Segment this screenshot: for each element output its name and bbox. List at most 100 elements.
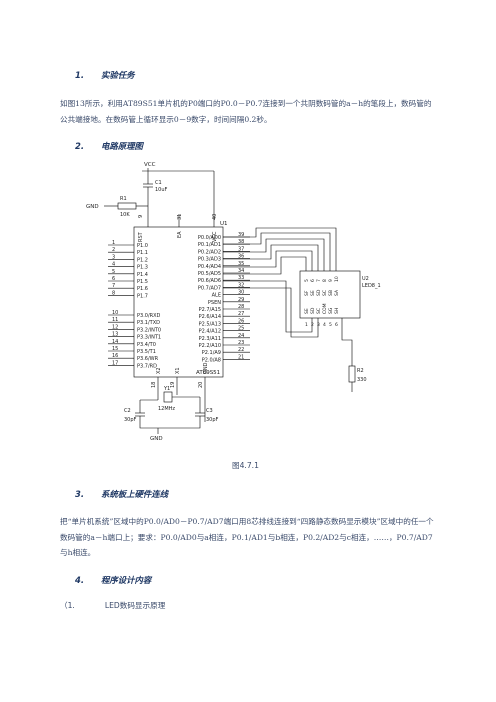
led-segment-label: SD — [310, 307, 316, 314]
pin-label: P1.2 — [137, 257, 148, 263]
pin-number: 5 — [112, 269, 115, 275]
section-4-heading: 4.程序设计内容 — [75, 575, 152, 585]
pin-number: 28 — [238, 304, 244, 310]
svg-text:18: 18 — [151, 382, 157, 388]
led-pin-number: 3 — [317, 322, 320, 328]
pin-label: PSEN — [208, 300, 221, 306]
pin-label: P0.1/AD1 — [198, 242, 221, 248]
vcc-label: VCC — [144, 162, 156, 168]
led-segment-label: SF — [304, 290, 310, 296]
led-pin-number: 4 — [323, 322, 326, 328]
pin-label: P2.5/A13 — [199, 321, 221, 327]
pin-number: 17 — [112, 360, 118, 366]
led-segment-label: SG — [328, 307, 334, 314]
pin-label: P0.4/AD4 — [198, 264, 221, 270]
svg-text:9: 9 — [138, 215, 144, 218]
pin-label: P1.4 — [137, 272, 148, 278]
pin-label: P1.3 — [137, 265, 148, 271]
svg-text:GND: GND — [203, 362, 209, 374]
pin-number: 7 — [112, 283, 115, 289]
led-segment-label: SC — [316, 308, 322, 314]
gnd-top-label: GND — [86, 204, 99, 210]
pin-number: 11 — [112, 317, 118, 323]
pin-number: 30 — [238, 290, 244, 296]
pin-label: P0.0/AD0 — [198, 235, 221, 241]
pin-number: 3 — [112, 254, 115, 260]
led-pin-number: 1 — [305, 322, 308, 328]
u2-part-label: LED8_1 — [362, 283, 381, 289]
pin-number: 32 — [238, 282, 244, 288]
pin-number: 4 — [112, 262, 115, 268]
pin-label: ALE — [212, 293, 221, 299]
pin-number: 36 — [238, 254, 244, 260]
led-pin-number: 5 — [304, 279, 310, 282]
pin-label: P0.6/AD6 — [198, 278, 221, 284]
u2-label: U2 — [362, 276, 369, 282]
led-pin-number: 10 — [334, 276, 340, 282]
pin-number: 12 — [112, 324, 118, 330]
pin-number: 27 — [238, 311, 244, 317]
led-pin-number: 5 — [329, 322, 332, 328]
pin-label: P2.2/A10 — [199, 343, 221, 349]
pin-label: P2.1/A9 — [202, 350, 221, 356]
pin-number: 15 — [112, 346, 118, 352]
pin-number: 35 — [238, 261, 244, 267]
task-paragraph: 如图13所示，利用AT89S51单片机的P0端口的P0.0－P0.7连接到一个共… — [60, 99, 432, 124]
figure-caption: 图4.7.1 — [232, 461, 259, 470]
u1-label: U1 — [220, 221, 228, 227]
led-pin-number: 8 — [322, 279, 328, 282]
pin-number: 10 — [112, 310, 118, 316]
y1-value: 12MHz — [158, 406, 175, 412]
pin-label: P3.2/INT0 — [137, 327, 161, 333]
pin-label: P3.6/WR — [137, 356, 159, 362]
pin-label: P1.5 — [137, 279, 148, 285]
svg-text:31: 31 — [177, 214, 183, 220]
svg-text:X2: X2 — [156, 367, 162, 374]
svg-text:X1: X1 — [175, 367, 181, 374]
svg-text:19: 19 — [170, 382, 176, 388]
svg-text:RST: RST — [138, 231, 144, 242]
pin-number: 37 — [238, 246, 244, 252]
led-segment-label: SB — [328, 290, 334, 296]
led-segment-label: SE — [310, 290, 316, 296]
led-segment-label: SC — [322, 290, 328, 296]
pin-number: 25 — [238, 326, 244, 332]
pin-number: 8 — [112, 290, 115, 296]
pin-number: 33 — [238, 275, 244, 281]
pin-label: P2.4/A12 — [199, 329, 221, 335]
pin-number: 23 — [238, 340, 244, 346]
pin-label: P2.6/A14 — [199, 314, 221, 320]
pin-label: P3.1/TXD — [137, 320, 160, 326]
pin-number: 38 — [238, 239, 244, 245]
section-1-heading: 1.实验任务 — [75, 70, 135, 80]
c3-value: 30pF — [206, 417, 219, 423]
pin-number: 39 — [238, 232, 244, 238]
pin-number: 21 — [238, 354, 244, 360]
svg-text:20: 20 — [198, 382, 204, 388]
pin-label: P0.3/AD3 — [198, 257, 221, 263]
sub-item-led-principle: （1.LED数码显示原理 — [60, 601, 166, 610]
pin-label: P1.7 — [137, 293, 148, 299]
pin-label: P1.0 — [137, 243, 148, 249]
pin-number: 26 — [238, 318, 244, 324]
pin-number: 16 — [112, 353, 118, 359]
circuit-schematic: VCC C1 10uF GND R1 10K U1 9 RST 31 EA 40… — [86, 162, 381, 442]
pin-label: P0.2/AD2 — [198, 249, 221, 255]
svg-text:VCC: VCC — [212, 231, 218, 242]
pin-label: P3.4/T0 — [137, 342, 156, 348]
led-pin-number: 9 — [328, 279, 334, 282]
led-segment-label: SE — [304, 308, 310, 314]
u1-part-label: AT89S51 — [196, 370, 220, 376]
led-segment-label: COM — [322, 303, 328, 314]
r2-value: 330 — [357, 377, 367, 383]
pin-label: P3.3/INT1 — [137, 335, 161, 341]
pin-label: P3.5/T1 — [137, 349, 156, 355]
r2-label: R2 — [357, 368, 364, 374]
svg-text:EA: EA — [177, 231, 183, 238]
pin-label: P2.7/A15 — [199, 307, 221, 313]
c2-value: 30pF — [124, 417, 137, 423]
led-pin-number: 6 — [310, 279, 316, 282]
pin-number: 6 — [112, 276, 115, 282]
r1-label: R1 — [120, 196, 127, 202]
